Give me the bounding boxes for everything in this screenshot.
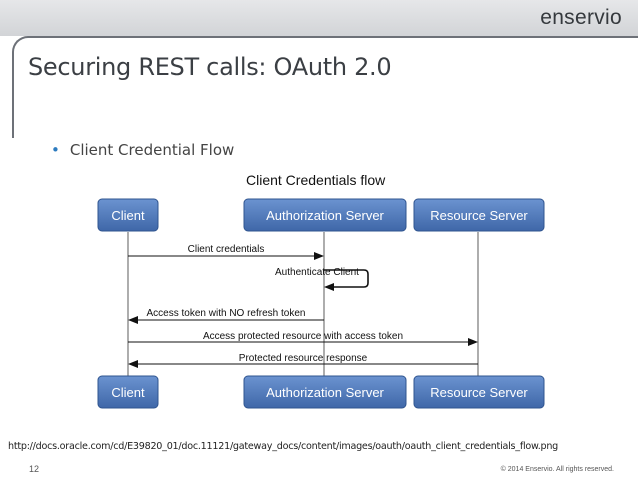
bullet-text: Client Credential Flow bbox=[69, 141, 235, 159]
page-number: 12 bbox=[29, 464, 40, 474]
svg-text:Client credentials: Client credentials bbox=[188, 244, 265, 255]
participant-authorization-server-top: Authorization Server bbox=[243, 198, 407, 232]
message-access-token: Access token with NO refresh token bbox=[128, 308, 324, 324]
svg-text:Access protected resource with: Access protected resource with access to… bbox=[203, 331, 403, 342]
svg-text:Authorization Server: Authorization Server bbox=[266, 385, 384, 400]
svg-text:Authorization Server: Authorization Server bbox=[266, 208, 384, 223]
enservio-logo: enservio bbox=[540, 6, 622, 29]
message-authenticate-client: Authenticate Client bbox=[275, 267, 369, 291]
diagram-title: Client Credentials flow bbox=[246, 172, 386, 188]
copyright-notice: © 2014 Enservio. All rights reserved. bbox=[500, 466, 614, 473]
participant-resource-server-bottom: Resource Server bbox=[413, 375, 545, 409]
svg-text:Access token with NO refresh t: Access token with NO refresh token bbox=[147, 308, 306, 319]
participant-resource-server-top: Resource Server bbox=[413, 198, 545, 232]
bullet-mark: • bbox=[51, 141, 60, 159]
participant-authorization-server-bottom: Authorization Server bbox=[243, 375, 407, 409]
header-bar bbox=[0, 0, 638, 36]
message-access-protected-resource: Access protected resource with access to… bbox=[128, 331, 478, 346]
svg-text:Resource Server: Resource Server bbox=[430, 385, 528, 400]
message-client-credentials: Client credentials bbox=[128, 244, 324, 260]
svg-text:Protected resource response: Protected resource response bbox=[239, 353, 368, 364]
message-protected-resource-response: Protected resource response bbox=[128, 353, 478, 368]
svg-text:Client: Client bbox=[111, 385, 145, 400]
bullet-item: • Client Credential Flow bbox=[51, 141, 234, 159]
slide-title: Securing REST calls: OAuth 2.0 bbox=[28, 53, 392, 81]
svg-text:Authenticate Client: Authenticate Client bbox=[275, 267, 359, 278]
source-url[interactable]: http://docs.oracle.com/cd/E39820_01/doc.… bbox=[8, 441, 559, 452]
slide-frame bbox=[12, 36, 638, 138]
svg-text:Client: Client bbox=[111, 208, 145, 223]
svg-text:Resource Server: Resource Server bbox=[430, 208, 528, 223]
participant-client-bottom: Client bbox=[97, 375, 159, 409]
participant-client-top: Client bbox=[97, 198, 159, 232]
